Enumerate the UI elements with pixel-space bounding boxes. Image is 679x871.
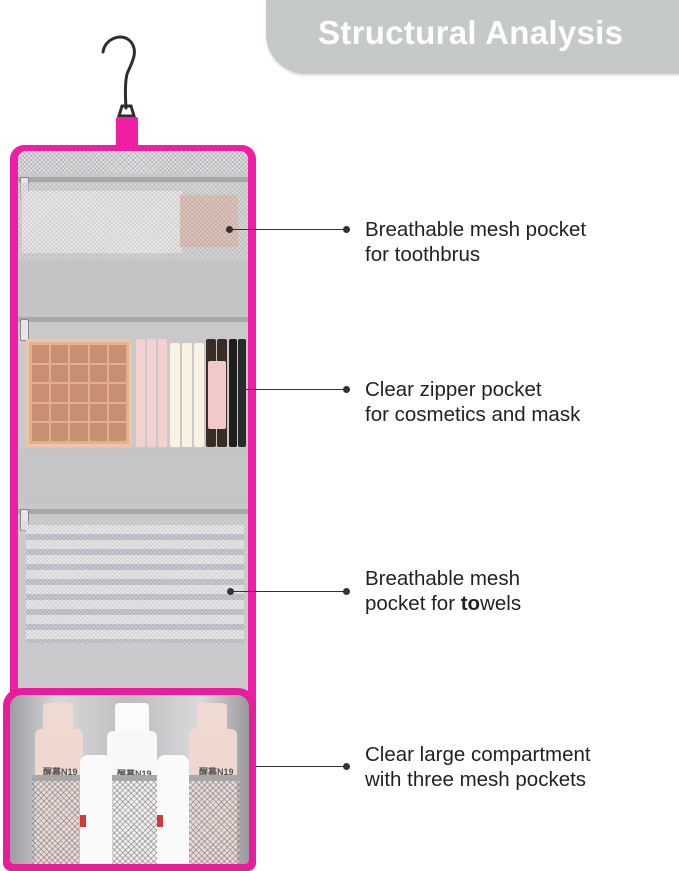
callout-mesh-towels: Breathable mesh pocket for towels	[365, 566, 521, 616]
header-banner	[266, 0, 679, 74]
callout-line-2: for cosmetics and mask	[365, 403, 581, 426]
leader-line	[230, 229, 346, 231]
toiletry-bag-body	[10, 145, 256, 715]
eyeshadow-palette	[26, 339, 132, 447]
zipper	[18, 177, 248, 182]
callout-dot	[343, 226, 350, 233]
callout-line-2: for toothbrus	[365, 243, 481, 266]
zipper-pull[interactable]	[20, 319, 29, 341]
zipper-pull[interactable]	[20, 509, 29, 531]
callout-line-1: Clear large compartment	[365, 743, 591, 766]
zipper	[18, 317, 248, 322]
large-clear-compartment: 醒慕N19 醒慕N19 醒慕N19	[3, 688, 256, 871]
callout-line-1: Clear zipper pocket	[365, 378, 542, 401]
bottle-brand-label: 醒慕N19	[117, 769, 152, 779]
callout-dot	[343, 386, 350, 393]
towel-item	[26, 525, 244, 643]
roller-tube-right	[157, 755, 189, 864]
bottle-brand-label: 醒慕N19	[199, 767, 234, 777]
leader-line	[256, 766, 346, 768]
inner-mesh-pocket-center	[110, 775, 158, 864]
zipper	[18, 509, 248, 514]
compartment-interior: 醒慕N19 醒慕N19 醒慕N19	[10, 695, 249, 864]
callout-line-1: Breathable mesh pocket	[365, 218, 587, 241]
callout-line-2: pocket for towels	[365, 592, 522, 615]
callout-line-1: Breathable mesh	[365, 567, 520, 590]
mesh-pocket-towels	[18, 503, 248, 651]
leader-line	[231, 591, 346, 593]
callout-dot	[343, 763, 350, 770]
callout-line-2: with three mesh pockets	[365, 768, 587, 791]
roller-tube-left	[80, 755, 112, 864]
bottle-brand-label: 醒慕N19	[43, 767, 78, 777]
bag-lining	[18, 151, 248, 715]
callout-large-compartment: Clear large compartment with three mesh …	[365, 742, 591, 792]
anchor-dot	[226, 226, 233, 233]
callout-dot	[343, 588, 350, 595]
page-title: Structural Analysis	[318, 14, 624, 51]
hanging-tab	[116, 117, 138, 147]
callout-clear-zipper: Clear zipper pocket for cosmetics and ma…	[365, 377, 580, 427]
mesh-pocket-toothbrush	[18, 151, 248, 261]
inner-mesh-pocket-left	[32, 775, 84, 864]
callout-mesh-toothbrush: Breathable mesh pocket for toothbrus	[365, 217, 586, 267]
hanger-hook-icon	[101, 35, 137, 118]
anchor-dot	[227, 588, 234, 595]
clear-zipper-pocket-cosmetics	[18, 317, 248, 447]
leader-line	[243, 389, 346, 391]
inner-mesh-pocket-right	[186, 775, 240, 864]
